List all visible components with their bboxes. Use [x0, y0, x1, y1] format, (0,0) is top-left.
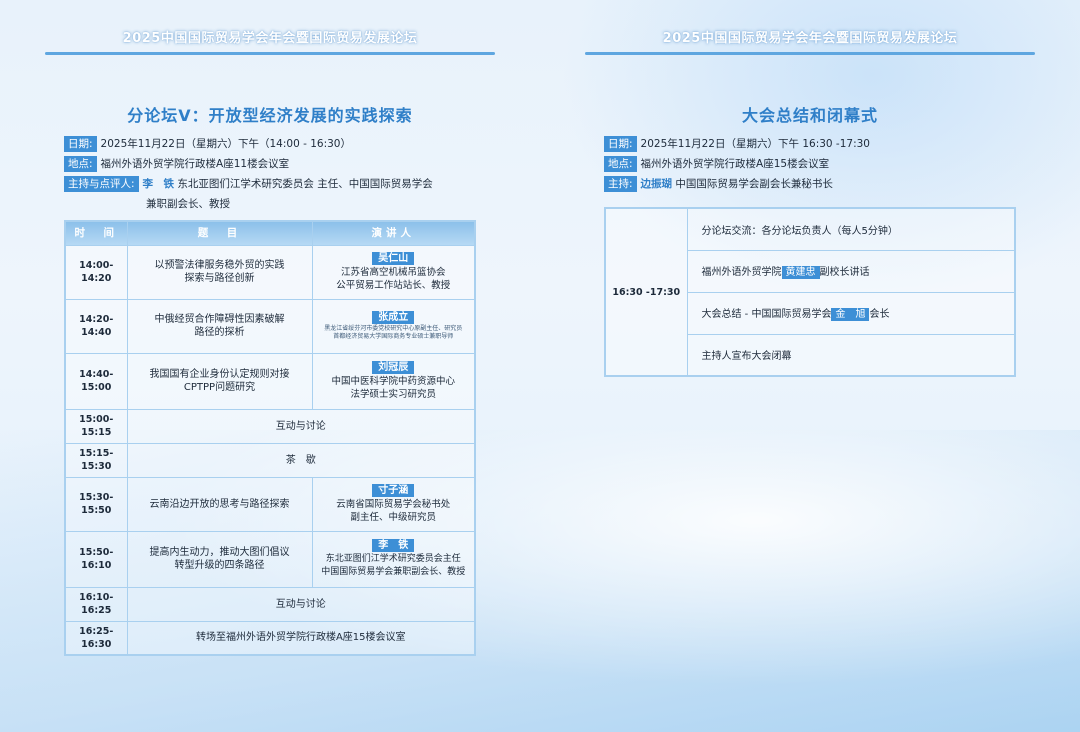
- header-time: 时 间: [64, 220, 128, 246]
- table-header-row: 时 间 题 目 演讲人: [64, 220, 476, 246]
- closing-title: 大会总结和闭幕式: [741, 106, 878, 125]
- row-time: 15:30-15:50: [64, 476, 128, 532]
- table-row: 16:25-16:30 转场至福州外语外贸学院行政楼A座15楼会议室: [64, 620, 476, 656]
- table-row: 15:00-15:15 互动与讨论: [64, 408, 476, 444]
- closing-item: 福州外语外贸学院黄建忠副校长讲话: [686, 249, 1016, 293]
- row-time: 15:15-15:30: [64, 442, 128, 478]
- table-row: 15:50-16:10 提高内生动力，推动大图们倡议转型升级的四条路径 李 铁东…: [64, 530, 476, 588]
- place-label: 地点:: [604, 156, 637, 172]
- row-span: 互动与讨论: [126, 408, 476, 444]
- row-time: 14:20-14:40: [64, 298, 128, 354]
- row-span: 茶 歇: [126, 442, 476, 478]
- place-value: 福州外语外贸学院行政楼A座15楼会议室: [640, 158, 830, 170]
- host-name: 边振瑚: [640, 178, 673, 190]
- row-time: 16:10-16:25: [64, 586, 128, 622]
- row-topic: 提高内生动力，推动大图们倡议转型升级的四条路径: [126, 530, 313, 588]
- host-row: 主持与点评人:李 铁 东北亚图们江学术研究委员会 主任、中国国际贸易学会: [64, 176, 433, 192]
- closing-item: 分论坛交流：各分论坛负责人（每人5分钟）: [686, 207, 1016, 251]
- table-row: 15:15-15:30 茶 歇: [64, 442, 476, 478]
- table-row: 福州外语外贸学院黄建忠副校长讲话: [605, 249, 1016, 293]
- vice-president-name: 黄建忠: [781, 266, 820, 279]
- row-time: 16:25-16:30: [64, 620, 128, 656]
- speaker-name: 吴仁山: [372, 252, 415, 265]
- header-line: [585, 52, 1035, 55]
- row-topic: 中俄经贸合作障碍性因素破解路径的探析: [126, 298, 313, 354]
- header-title: 2025中国国际贸易学会年会暨国际贸易发展论坛: [662, 31, 958, 46]
- host-label: 主持:: [604, 176, 637, 192]
- place-label: 地点:: [64, 156, 97, 172]
- place-row: 地点:福州外语外贸学院行政楼A座11楼会议室: [64, 156, 289, 172]
- speaker-name: 刘冠辰: [372, 361, 415, 374]
- row-span: 转场至福州外语外贸学院行政楼A座15楼会议室: [126, 620, 476, 656]
- place-value: 福州外语外贸学院行政楼A座11楼会议室: [100, 158, 290, 170]
- date-row: 日期:2025年11月22日（星期六）下午（14:00 - 16:30）: [64, 136, 351, 152]
- speaker-name: 张成立: [372, 311, 415, 324]
- row-time: 15:50-16:10: [64, 530, 128, 588]
- right-page: 2025中国国际贸易学会年会暨国际贸易发展论坛 大会总结和闭幕式 日期:2025…: [540, 0, 1080, 732]
- row-speaker: 张成立黑龙江省绥芬河市委党校研究中心原副主任、研究员首都经济贸易大学国际商务专业…: [311, 298, 476, 354]
- row-speaker: 刘冠辰中国中医科学院中药资源中心法学硕士实习研究员: [311, 352, 476, 410]
- closing-time: 16:30 -17:30: [604, 207, 688, 377]
- closing-table: 16:30 -17:30 分论坛交流：各分论坛负责人（每人5分钟） 福州外语外贸…: [604, 207, 1016, 377]
- row-time: 14:00-14:20: [64, 244, 128, 300]
- row-time: 15:00-15:15: [64, 408, 128, 444]
- row-span: 互动与讨论: [126, 586, 476, 622]
- date-row: 日期:2025年11月22日（星期六）下午 16:30 -17:30: [604, 136, 870, 152]
- closing-item: 主持人宣布大会闭幕: [686, 333, 1016, 377]
- table-row: 15:30-15:50 云南沿边开放的思考与路径探索 寸子涵云南省国际贸易学会秘…: [64, 476, 476, 532]
- row-speaker: 吴仁山江苏省高空机械吊篮协会公平贸易工作站站长、教授: [311, 244, 476, 300]
- date-value: 2025年11月22日（星期六）下午（14:00 - 16:30）: [100, 138, 351, 150]
- table-row: 16:30 -17:30 分论坛交流：各分论坛负责人（每人5分钟）: [604, 207, 1016, 377]
- row-topic: 云南沿边开放的思考与路径探索: [126, 476, 313, 532]
- place-row: 地点:福州外语外贸学院行政楼A座15楼会议室: [604, 156, 829, 172]
- header-title: 2025中国国际贸易学会年会暨国际贸易发展论坛: [122, 31, 418, 46]
- table-row: 14:20-14:40 中俄经贸合作障碍性因素破解路径的探析 张成立黑龙江省绥芬…: [64, 298, 476, 354]
- header-line: [45, 52, 495, 55]
- row-speaker: 李 铁东北亚图们江学术研究委员会主任中国国际贸易学会兼职副会长、教授: [311, 530, 476, 588]
- row-speaker: 寸子涵云南省国际贸易学会秘书处副主任、中级研究员: [311, 476, 476, 532]
- speaker-name: 李 铁: [372, 539, 415, 552]
- president-name: 金 旭: [831, 308, 870, 321]
- closing-item: 大会总结 - 中国国际贸易学会金 旭会长: [686, 291, 1016, 335]
- speaker-name: 寸子涵: [372, 484, 415, 497]
- table-row: 14:00-14:20 以预警法律服务稳外贸的实践探索与路径创新 吴仁山江苏省高…: [64, 244, 476, 300]
- host-desc: 中国国际贸易学会副会长兼秘书长: [675, 178, 833, 190]
- host-desc: 东北亚图们江学术研究委员会 主任、中国国际贸易学会: [177, 178, 433, 190]
- table-row: 主持人宣布大会闭幕: [605, 333, 1016, 377]
- table-row: 16:10-16:25 互动与讨论: [64, 586, 476, 622]
- host-label: 主持与点评人:: [64, 176, 139, 192]
- header-speaker: 演讲人: [311, 220, 476, 246]
- date-value: 2025年11月22日（星期六）下午 16:30 -17:30: [640, 138, 870, 150]
- row-time: 14:40-15:00: [64, 352, 128, 410]
- row-topic: 以预警法律服务稳外贸的实践探索与路径创新: [126, 244, 313, 300]
- host-desc-cont: 兼职副会长、教授: [146, 198, 230, 210]
- schedule-table: 时 间 题 目 演讲人 14:00-14:20 以预警法律服务稳外贸的实践探索与…: [64, 220, 476, 656]
- date-label: 日期:: [604, 136, 637, 152]
- forum-title: 分论坛Ⅴ：开放型经济发展的实践探索: [127, 106, 413, 125]
- left-page: 2025中国国际贸易学会年会暨国际贸易发展论坛 分论坛Ⅴ：开放型经济发展的实践探…: [45, 31, 495, 656]
- host-row: 主持:边振瑚 中国国际贸易学会副会长兼秘书长: [604, 176, 833, 192]
- host-name: 李 铁: [142, 178, 175, 190]
- header-topic: 题 目: [126, 220, 313, 246]
- date-label: 日期:: [64, 136, 97, 152]
